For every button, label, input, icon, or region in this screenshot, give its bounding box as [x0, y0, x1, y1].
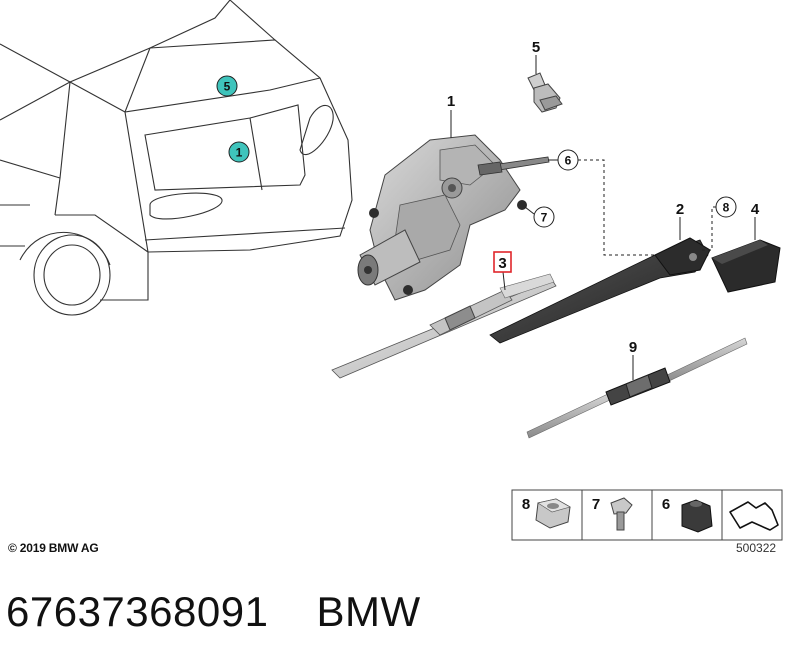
car-outline — [0, 0, 353, 316]
callout-part4[interactable]: 4 — [751, 201, 760, 218]
wiper-arm — [489, 237, 711, 344]
grommet — [527, 72, 563, 113]
caption: 67637368091 BMW — [6, 588, 421, 636]
copyright-text: © 2019 BMW AG — [8, 541, 99, 555]
dashed-guide-6 — [578, 159, 680, 256]
hex-nut-icon — [535, 498, 571, 529]
part-number: 67637368091 — [6, 588, 269, 635]
highlight-box-part3 — [493, 251, 512, 273]
svg-text:6: 6 — [565, 154, 572, 168]
legend-label-grommet: 6 — [662, 496, 670, 513]
diagram-code: 500322 — [736, 541, 777, 555]
svg-text:8: 8 — [723, 201, 730, 215]
leader-part7 — [524, 206, 535, 215]
brand-name: BMW — [316, 588, 421, 635]
dashed-guide-8 — [700, 206, 716, 251]
callout-part9[interactable]: 9 — [629, 339, 637, 356]
callout-part8[interactable]: 8 — [715, 196, 737, 218]
legend-label-nut: 8 — [522, 496, 530, 513]
callout-part3[interactable]: 3 — [498, 255, 506, 272]
callout-part1[interactable]: 1 — [447, 93, 455, 110]
threaded-rod — [526, 337, 748, 439]
callout-part2[interactable]: 2 — [676, 201, 684, 218]
car-marker-upper[interactable]: 5 — [216, 75, 238, 97]
cover-cap — [711, 239, 781, 293]
wiper-blade — [331, 273, 557, 379]
rubber-grommet-icon — [681, 499, 713, 533]
svg-text:5: 5 — [224, 80, 231, 94]
svg-text:1: 1 — [236, 146, 243, 160]
arrow-icon — [729, 501, 779, 531]
leader-part3 — [502, 271, 506, 291]
wiper-motor — [357, 134, 550, 301]
callout-part6[interactable]: 6 — [557, 149, 579, 171]
bolt-icon — [610, 497, 633, 531]
callout-part7[interactable]: 7 — [533, 206, 555, 228]
svg-text:7: 7 — [541, 211, 548, 225]
car-marker-lower[interactable]: 1 — [228, 141, 250, 163]
callout-part5[interactable]: 5 — [532, 39, 540, 56]
legend-label-bolt: 7 — [592, 496, 600, 513]
